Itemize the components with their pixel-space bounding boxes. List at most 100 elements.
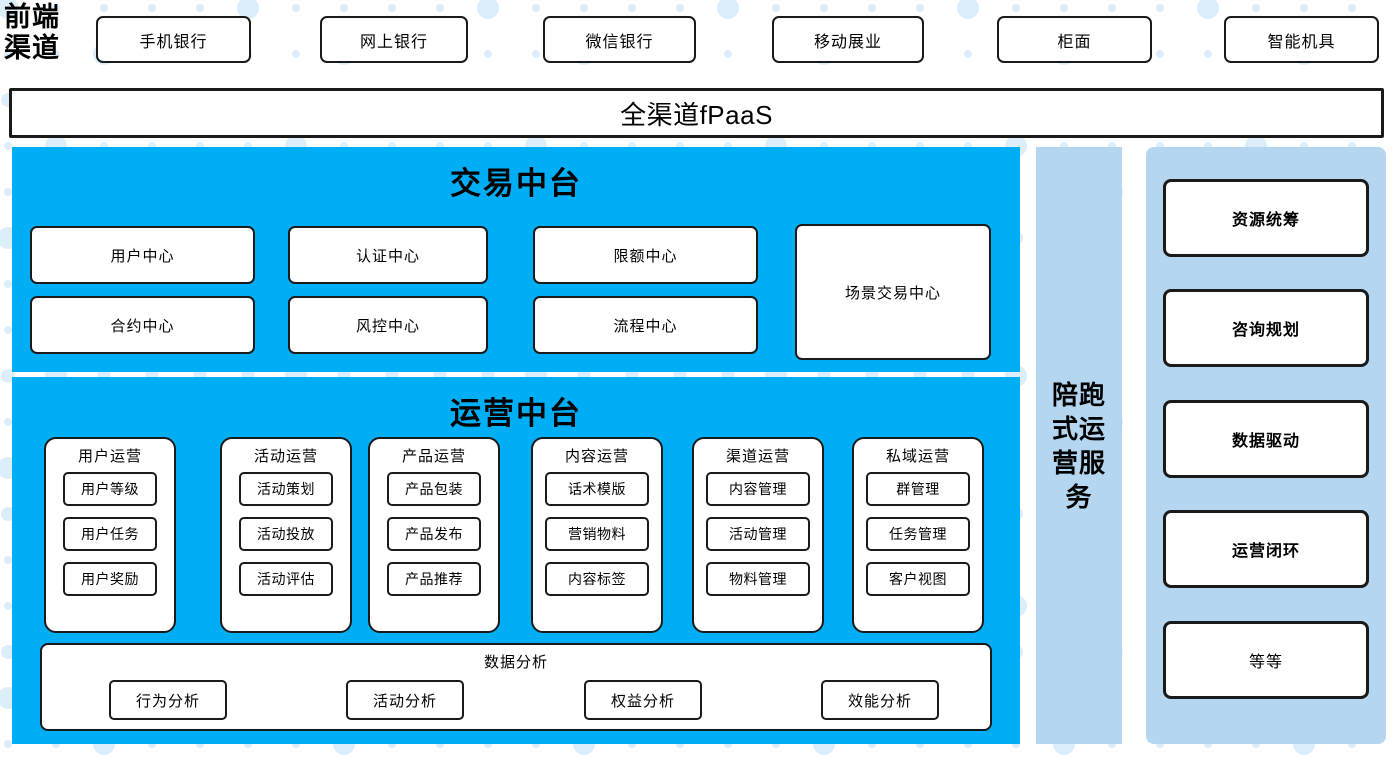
fpaas-banner[interactable]: 全渠道fPaaS xyxy=(9,88,1384,138)
operations-item-label: 用户任务 xyxy=(81,526,139,542)
transaction-card-3[interactable]: 限额中心 xyxy=(533,226,758,284)
operations-item-label: 用户等级 xyxy=(81,481,139,497)
channel-box-label: 微信银行 xyxy=(585,33,654,51)
service-panel: 资源统筹咨询规划数据驱动运营闭环等等 xyxy=(1146,147,1386,744)
data-analysis-item-label: 效能分析 xyxy=(847,692,912,710)
operations-item[interactable]: 活动策划 xyxy=(239,472,333,506)
transaction-card-5[interactable]: 风控中心 xyxy=(288,296,488,354)
transaction-card-6[interactable]: 流程中心 xyxy=(533,296,758,354)
transaction-card-label: 风控中心 xyxy=(355,317,420,335)
transaction-card-7[interactable]: 场景交易中心 xyxy=(795,224,991,360)
operations-item-label: 产品包装 xyxy=(405,481,463,497)
operations-column-2: 活动运营活动策划活动投放活动评估 xyxy=(220,437,352,633)
operations-item-label: 活动评估 xyxy=(257,571,315,587)
operations-item[interactable]: 内容标签 xyxy=(545,562,649,596)
data-analysis-item-2[interactable]: 活动分析 xyxy=(346,680,464,720)
service-card-label: 资源统筹 xyxy=(1231,212,1300,229)
operations-item-label: 活动策划 xyxy=(257,481,315,497)
operations-item-label: 活动管理 xyxy=(729,526,787,542)
operations-item[interactable]: 营销物料 xyxy=(545,517,649,551)
data-analysis-strip: 数据分析 行为分析活动分析权益分析效能分析 xyxy=(40,643,992,731)
data-analysis-item-label: 行为分析 xyxy=(135,692,200,710)
service-card-3[interactable]: 数据驱动 xyxy=(1163,400,1369,478)
data-analysis-item-4[interactable]: 效能分析 xyxy=(821,680,939,720)
channel-box-4[interactable]: 移动展业 xyxy=(772,16,924,63)
operations-item-label: 内容标签 xyxy=(568,571,626,587)
frontend-channel-row: 前端渠道 手机银行 网上银行 微信银行 移动展业 柜面 智能机具 xyxy=(0,0,1393,80)
operations-item-label: 客户视图 xyxy=(889,571,947,587)
data-analysis-item-1[interactable]: 行为分析 xyxy=(109,680,227,720)
transaction-card-label: 认证中心 xyxy=(355,247,420,265)
channel-box-label: 智能机具 xyxy=(1267,33,1336,51)
operations-platform-title: 运营中台 xyxy=(450,396,582,431)
operations-item[interactable]: 产品包装 xyxy=(387,472,481,506)
operations-column-title: 活动运营 xyxy=(253,448,318,465)
operations-item[interactable]: 活动投放 xyxy=(239,517,333,551)
operations-column-title: 产品运营 xyxy=(401,448,466,465)
transaction-platform-title: 交易中台 xyxy=(450,166,582,201)
channel-box-label: 网上银行 xyxy=(359,33,428,51)
transaction-card-2[interactable]: 认证中心 xyxy=(288,226,488,284)
operations-item-label: 活动投放 xyxy=(257,526,315,542)
service-card-5[interactable]: 等等 xyxy=(1163,621,1369,699)
service-card-4[interactable]: 运营闭环 xyxy=(1163,510,1369,588)
operations-column-title: 内容运营 xyxy=(564,448,629,465)
operations-column-3: 产品运营产品包装产品发布产品推荐 xyxy=(368,437,500,633)
operations-item[interactable]: 用户等级 xyxy=(63,472,157,506)
operations-item-label: 群管理 xyxy=(896,481,940,497)
operations-column-1: 用户运营用户等级用户任务用户奖励 xyxy=(44,437,176,633)
operations-item[interactable]: 产品推荐 xyxy=(387,562,481,596)
channel-box-label: 柜面 xyxy=(1057,33,1092,51)
transaction-card-label: 限额中心 xyxy=(613,247,678,265)
transaction-card-label: 流程中心 xyxy=(613,317,678,335)
operations-item[interactable]: 活动评估 xyxy=(239,562,333,596)
operations-item-label: 产品推荐 xyxy=(405,571,463,587)
operations-item[interactable]: 物料管理 xyxy=(706,562,810,596)
service-card-label: 运营闭环 xyxy=(1231,543,1300,560)
channel-box-label: 移动展业 xyxy=(813,33,882,51)
data-analysis-item-label: 权益分析 xyxy=(610,692,675,710)
transaction-card-label: 用户中心 xyxy=(110,247,175,265)
channel-box-1[interactable]: 手机银行 xyxy=(96,16,251,63)
operations-column-title: 用户运营 xyxy=(77,448,142,465)
operations-item-label: 任务管理 xyxy=(889,526,947,542)
channel-box-5[interactable]: 柜面 xyxy=(997,16,1152,63)
operations-item-label: 产品发布 xyxy=(405,526,463,542)
frontend-channel-label: 前端渠道 xyxy=(4,2,60,63)
operations-item[interactable]: 话术模版 xyxy=(545,472,649,506)
transaction-card-label: 场景交易中心 xyxy=(844,284,941,302)
operations-column-title: 私域运营 xyxy=(885,448,950,465)
operations-item[interactable]: 活动管理 xyxy=(706,517,810,551)
operations-column-4: 内容运营话术模版营销物料内容标签 xyxy=(531,437,663,633)
accompany-service-sidebar: 陪跑式运营服务 xyxy=(1036,147,1122,744)
operations-item[interactable]: 群管理 xyxy=(866,472,970,506)
transaction-card-1[interactable]: 用户中心 xyxy=(30,226,255,284)
operations-item[interactable]: 客户视图 xyxy=(866,562,970,596)
operations-column-5: 渠道运营内容管理活动管理物料管理 xyxy=(692,437,824,633)
service-card-2[interactable]: 咨询规划 xyxy=(1163,289,1369,367)
operations-column-title: 渠道运营 xyxy=(725,448,790,465)
operations-item-label: 话术模版 xyxy=(568,481,626,497)
service-card-1[interactable]: 资源统筹 xyxy=(1163,179,1369,257)
fpaas-banner-title: 全渠道fPaaS xyxy=(620,99,773,130)
channel-box-3[interactable]: 微信银行 xyxy=(543,16,696,63)
service-card-label: 数据驱动 xyxy=(1231,433,1300,450)
operations-item[interactable]: 产品发布 xyxy=(387,517,481,551)
service-card-label: 等等 xyxy=(1248,654,1283,671)
transaction-card-label: 合约中心 xyxy=(110,317,175,335)
operations-item-label: 物料管理 xyxy=(729,571,787,587)
data-analysis-item-3[interactable]: 权益分析 xyxy=(584,680,702,720)
operations-item[interactable]: 用户任务 xyxy=(63,517,157,551)
operations-item-label: 营销物料 xyxy=(568,526,626,542)
data-analysis-item-label: 活动分析 xyxy=(372,692,437,710)
accompany-service-label: 陪跑式运营服务 xyxy=(1051,379,1106,512)
operations-column-6: 私域运营群管理任务管理客户视图 xyxy=(852,437,984,633)
service-card-label: 咨询规划 xyxy=(1231,322,1300,339)
operations-item[interactable]: 内容管理 xyxy=(706,472,810,506)
operations-item[interactable]: 任务管理 xyxy=(866,517,970,551)
transaction-card-4[interactable]: 合约中心 xyxy=(30,296,255,354)
channel-box-6[interactable]: 智能机具 xyxy=(1224,16,1379,63)
operations-item[interactable]: 用户奖励 xyxy=(63,562,157,596)
channel-box-2[interactable]: 网上银行 xyxy=(320,16,468,63)
